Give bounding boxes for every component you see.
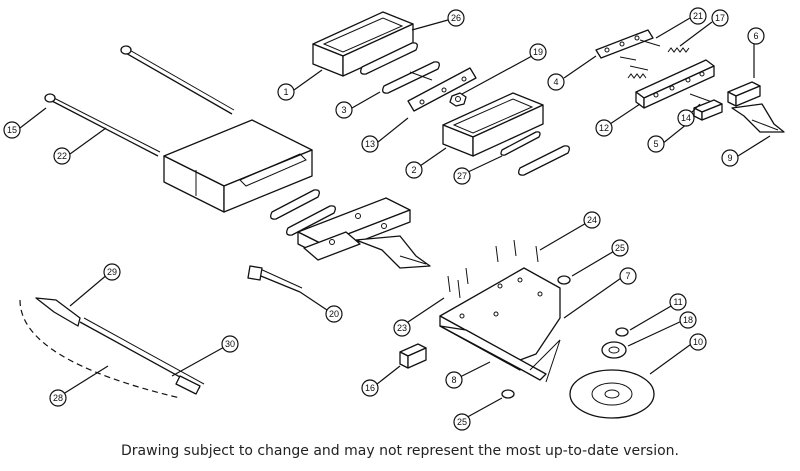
- part-plate-21: [595, 29, 661, 71]
- svg-text:19: 19: [533, 47, 543, 57]
- callout-25-upper: 25: [611, 239, 629, 257]
- part-center-bars: [270, 189, 336, 236]
- part-block-6: [727, 81, 761, 107]
- svg-text:10: 10: [693, 337, 703, 347]
- svg-text:22: 22: [57, 151, 67, 161]
- callout-3: 3: [335, 101, 353, 119]
- svg-text:30: 30: [225, 339, 235, 349]
- callout-19: 19: [529, 43, 547, 61]
- svg-text:17: 17: [715, 13, 725, 23]
- part-bearing-18: [601, 327, 629, 359]
- svg-text:26: 26: [451, 13, 461, 23]
- part-slot-bars-27: [500, 131, 570, 176]
- callout-11: 11: [669, 293, 687, 311]
- callout-10: 10: [689, 333, 707, 351]
- svg-text:11: 11: [673, 297, 682, 307]
- callout-7: 7: [619, 267, 637, 285]
- part-block-5: [693, 99, 723, 121]
- callout-21: 21: [689, 7, 707, 25]
- callout-6: 6: [747, 27, 765, 45]
- svg-text:24: 24: [587, 215, 597, 225]
- svg-text:21: 21: [693, 11, 703, 21]
- svg-text:29: 29: [107, 267, 117, 277]
- svg-text:25: 25: [615, 243, 625, 253]
- part-spring-17: [627, 47, 690, 79]
- part-pin-14: [689, 93, 713, 103]
- svg-text:27: 27: [457, 171, 467, 181]
- part-screws-24: [447, 239, 539, 299]
- callout-14: 14: [677, 109, 695, 127]
- part-nut-19: [449, 92, 467, 107]
- callout-20: 20: [325, 305, 343, 323]
- callout-16: 16: [361, 379, 379, 397]
- svg-text:16: 16: [365, 383, 375, 393]
- part-shaft-30: [19, 297, 205, 399]
- callout-9: 9: [721, 149, 739, 167]
- svg-text:23: 23: [397, 323, 407, 333]
- callout-22: 22: [53, 147, 71, 165]
- part-rail-8: [439, 325, 561, 383]
- callout-2: 2: [405, 161, 423, 179]
- svg-text:8: 8: [451, 375, 456, 385]
- svg-text:3: 3: [341, 105, 346, 115]
- callout-4: 4: [547, 73, 565, 91]
- callout-30: 30: [221, 335, 239, 353]
- svg-text:28: 28: [53, 393, 63, 403]
- svg-text:15: 15: [7, 125, 17, 135]
- disclaimer-text: Drawing subject to change and may not re…: [121, 443, 679, 459]
- part-center-assembly: [297, 197, 431, 269]
- callout-27: 27: [453, 167, 471, 185]
- callout-28: 28: [49, 389, 67, 407]
- leader-lines: [19, 17, 771, 421]
- part-blade-9: [731, 103, 785, 133]
- callout-15: 15: [3, 121, 21, 139]
- callout-18: 18: [679, 311, 697, 329]
- part-block-2: [442, 92, 544, 157]
- svg-text:13: 13: [365, 139, 375, 149]
- svg-text:1: 1: [283, 87, 288, 97]
- part-plate-13: [407, 67, 477, 112]
- callout-17: 17: [711, 9, 729, 27]
- callout-12: 12: [595, 119, 613, 137]
- svg-text:12: 12: [599, 123, 609, 133]
- svg-text:5: 5: [653, 139, 658, 149]
- part-rod-15: [44, 93, 161, 157]
- svg-text:7: 7: [625, 271, 630, 281]
- part-washer-25: [501, 275, 571, 399]
- svg-text:6: 6: [753, 31, 758, 41]
- svg-text:14: 14: [681, 113, 691, 123]
- part-bar-pin-3: [382, 61, 440, 94]
- svg-text:4: 4: [553, 77, 558, 87]
- svg-text:9: 9: [727, 153, 732, 163]
- svg-text:25: 25: [457, 417, 467, 427]
- part-main-housing: [163, 119, 313, 213]
- callout-5: 5: [647, 135, 665, 153]
- callout-13: 13: [361, 135, 379, 153]
- callout-24: 24: [583, 211, 601, 229]
- callout-23: 23: [393, 319, 411, 337]
- part-bar-12: [635, 59, 715, 109]
- part-block-16: [399, 343, 427, 369]
- svg-text:20: 20: [329, 309, 339, 319]
- part-disc-10: [569, 369, 655, 419]
- callout-1: 1: [277, 83, 295, 101]
- part-rod-22: [120, 45, 235, 115]
- part-slot-bar-26: [360, 42, 418, 75]
- svg-text:18: 18: [683, 315, 693, 325]
- callout-29: 29: [103, 263, 121, 281]
- callout-26: 26: [447, 9, 465, 27]
- part-bolt-20: [247, 265, 303, 293]
- callout-25-lower: 25: [453, 413, 471, 431]
- callout-8: 8: [445, 371, 463, 389]
- svg-text:2: 2: [411, 165, 416, 175]
